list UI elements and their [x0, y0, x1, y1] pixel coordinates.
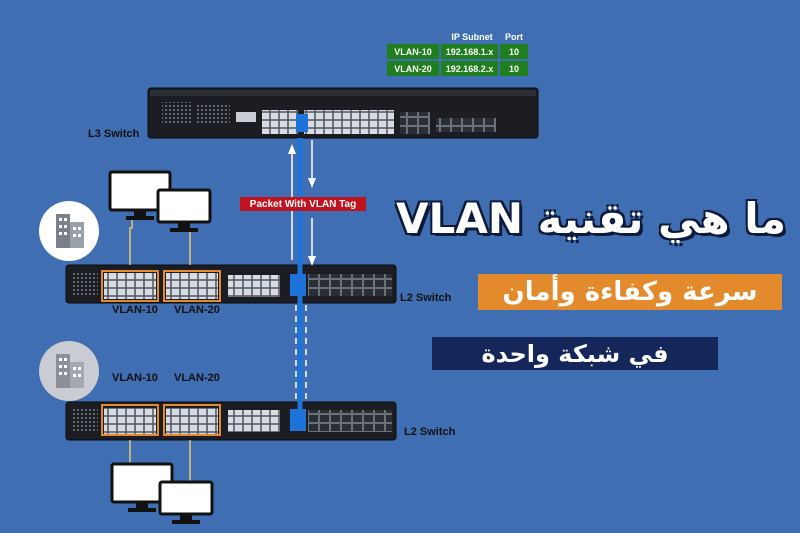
trunk-links [288, 138, 316, 410]
packet-vlan-tag: Packet With VLAN Tag [240, 197, 366, 211]
table-cell-vlan: VLAN-10 [387, 44, 439, 59]
table-cell-vlan: VLAN-20 [387, 61, 439, 76]
l3-switch-label: L3 Switch [88, 128, 140, 140]
l2-switch-top-device [65, 264, 397, 304]
headline-title: ما هي تقنية VLAN [396, 194, 786, 243]
monitor-icon [158, 480, 214, 524]
l2-switch-top-label: L2 Switch [400, 292, 452, 304]
table-cell-subnet: 192.168.2.x [441, 61, 498, 76]
access-cables [129, 218, 191, 485]
l3-switch-device [147, 87, 539, 139]
vlan10-bottom-label: VLAN-10 [112, 372, 158, 384]
headline-subtitle-navy: في شبكة واحدة [432, 337, 718, 370]
monitor-icon [156, 188, 212, 232]
l2-switch-bottom-device [65, 401, 397, 441]
table-cell-port: 10 [500, 44, 528, 59]
headline-subtitle-orange: سرعة وكفاءة وأمان [478, 274, 782, 310]
table-header-subnet: IP Subnet [451, 32, 493, 42]
vlan20-bottom-label: VLAN-20 [174, 372, 220, 384]
vlan20-top-label: VLAN-20 [174, 304, 220, 316]
building-icon [39, 201, 99, 261]
l2-switch-bottom-label: L2 Switch [404, 426, 456, 438]
table-header-port: Port [505, 32, 523, 42]
building-icon [39, 341, 99, 401]
table-cell-subnet: 192.168.1.x [441, 44, 498, 59]
table-cell-port: 10 [500, 61, 528, 76]
vlan10-top-label: VLAN-10 [112, 304, 158, 316]
